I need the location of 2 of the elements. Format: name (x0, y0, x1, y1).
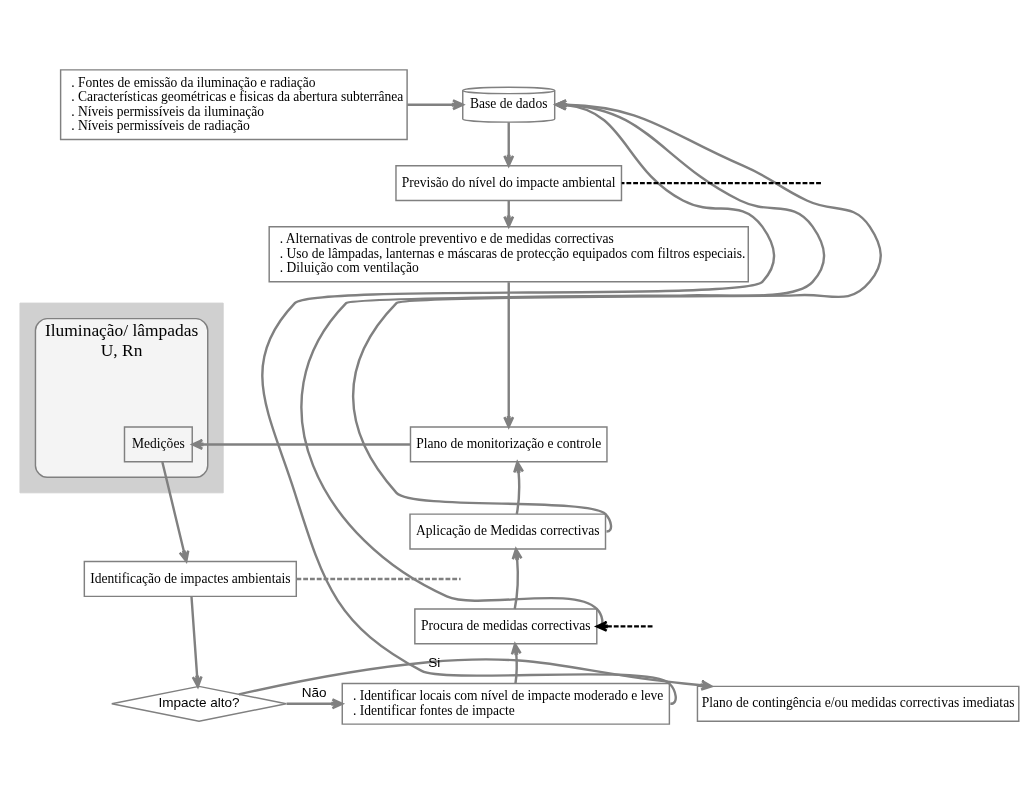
edge-label: Si (428, 655, 441, 671)
edge-label: Não (301, 685, 327, 701)
